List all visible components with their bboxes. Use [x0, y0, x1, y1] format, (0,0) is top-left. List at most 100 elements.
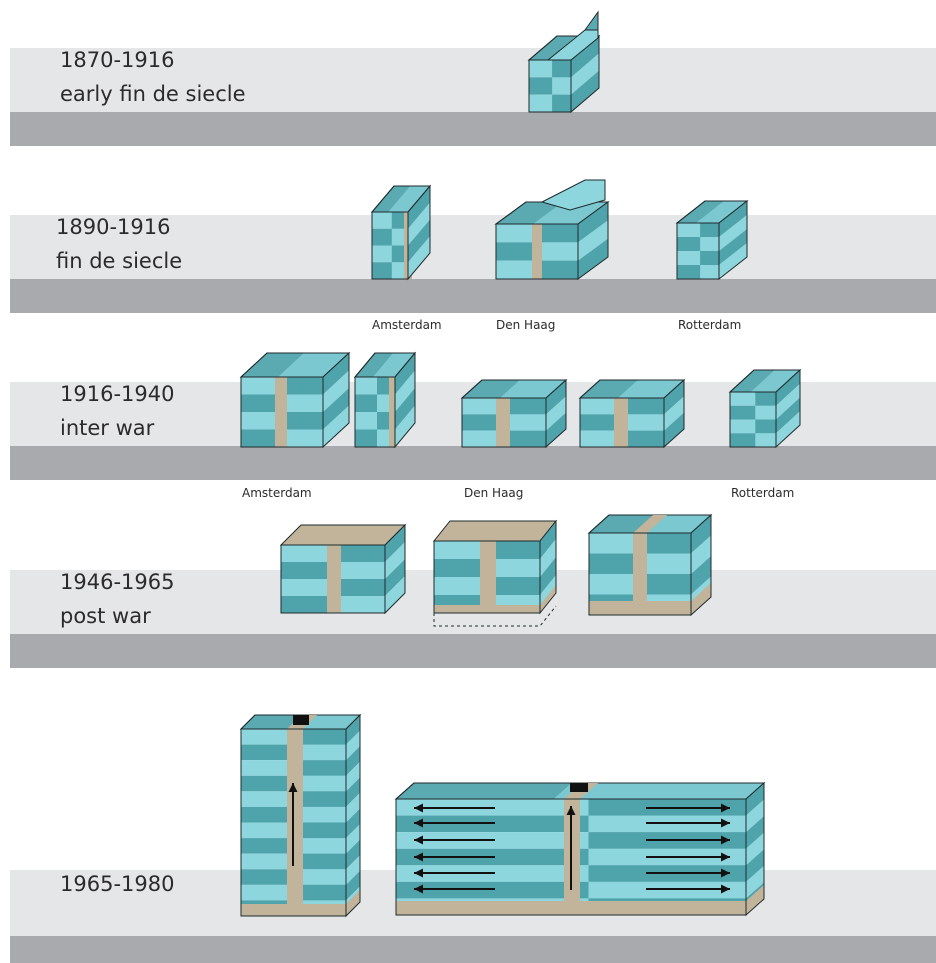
side-floor: [346, 715, 360, 745]
era-band-1: [10, 48, 936, 112]
side-floor: [578, 202, 608, 243]
stair-core: [496, 398, 510, 447]
side-floor: [578, 238, 608, 279]
dashed-basement-outline: [433, 605, 557, 627]
roof-highlight: [277, 353, 349, 377]
roof-face: [432, 520, 558, 542]
floor-band-alt: [298, 744, 346, 761]
side-floor: [323, 353, 349, 395]
horizontal-circulation-arrow-right: [646, 803, 730, 813]
building-amsterdam-fin-de-siecle: [370, 184, 432, 281]
building-amsterdam-inter-war-2: [353, 351, 417, 449]
floor-band-alt: [541, 224, 578, 243]
roof-extension: [540, 179, 606, 211]
side-floor: [395, 370, 415, 412]
building-post-war-3: [587, 513, 713, 617]
city-label-amsterdam-1: Amsterdam: [372, 318, 442, 332]
side-floor: [346, 777, 360, 807]
side-outline: [407, 184, 431, 281]
floor-band-alt: [286, 377, 323, 395]
floor-band-alt: [338, 596, 385, 613]
building-rotterdam-fin-de-siecle: [675, 199, 749, 281]
side-floor: [691, 556, 711, 595]
era-3-name: inter war: [60, 416, 155, 440]
side-floor: [571, 53, 599, 95]
side-floor: [540, 521, 556, 559]
floor-band-alt: [298, 806, 346, 823]
side-outline: [322, 351, 350, 449]
side-floor: [776, 397, 800, 434]
floor-band-alt: [626, 414, 664, 431]
side-face: [577, 201, 609, 280]
side-floor: [346, 870, 360, 901]
floor-band-alt: [626, 430, 664, 447]
ground-band-1: [10, 112, 936, 146]
side-floor: [395, 388, 415, 430]
stair-core: [275, 377, 287, 447]
side-floor: [691, 535, 711, 574]
side-plinth: [691, 583, 711, 615]
side-face: [718, 199, 748, 281]
floor-band-alt: [286, 394, 323, 412]
floor-band-alt: [298, 869, 346, 885]
roof-extension: [546, 29, 599, 61]
side-face: [663, 378, 685, 449]
floor-band-alt: [298, 791, 346, 807]
ground-band-4: [10, 634, 936, 668]
stair-core: [327, 545, 341, 613]
ground-band-3: [10, 446, 936, 480]
stair-core: [633, 533, 647, 615]
floor-band-alt: [508, 414, 546, 431]
horizontal-circulation-arrow-right: [646, 868, 730, 878]
stair-core: [480, 541, 496, 613]
side-outline: [539, 519, 557, 615]
floor-band-alt: [492, 559, 540, 577]
side-floor: [719, 243, 747, 279]
side-floor: [346, 824, 360, 854]
era-4-name: post war: [60, 604, 151, 628]
side-floor: [664, 396, 684, 431]
roof-highlight: [373, 353, 415, 377]
era-2-period: 1890-1916: [56, 215, 171, 239]
building-den-haag-inter-war-1: [460, 378, 568, 449]
floor-band-alt: [626, 398, 664, 415]
side-floor: [408, 219, 430, 263]
side-floor: [346, 792, 360, 823]
side-floor: [323, 405, 349, 447]
floor-band-alt: [645, 553, 691, 574]
side-floor: [385, 542, 405, 579]
floor-band-alt: [645, 574, 691, 595]
side-floor: [546, 412, 566, 447]
floor-band-alt: [298, 853, 346, 870]
side-outline: [384, 523, 406, 615]
floor-band-alt: [286, 429, 323, 447]
side-floor: [540, 539, 556, 577]
building-post-war-2: [432, 519, 558, 615]
side-floor: [346, 761, 360, 792]
side-floor: [385, 576, 405, 613]
core-roof: [633, 515, 667, 533]
side-face: [545, 378, 567, 449]
vertical-circulation-arrow: [288, 783, 298, 866]
side-outline: [545, 378, 567, 449]
horizontal-circulation-arrow-left: [414, 818, 495, 828]
building-den-haag-fin-de-siecle: [494, 201, 610, 280]
floor-band-alt: [588, 881, 746, 899]
roof-ridge: [584, 10, 599, 31]
floor-band-alt: [552, 77, 571, 95]
era-5-period: 1965-1980: [60, 872, 175, 896]
stair-core: [389, 377, 397, 447]
side-outline: [345, 713, 361, 918]
building-slab-1965: [394, 781, 766, 917]
roof-highlight: [617, 380, 684, 398]
roof-access-black: [570, 783, 588, 792]
roof-highlight: [553, 783, 764, 799]
side-floor: [691, 515, 711, 554]
floor-band-alt: [552, 60, 571, 78]
floor-band-alt: [391, 212, 408, 229]
floor-band-alt: [755, 433, 776, 447]
city-label-den-haag-2: Den Haag: [464, 486, 524, 500]
vertical-circulation-arrow: [566, 806, 576, 890]
side-outline: [577, 201, 609, 280]
side-outline: [775, 368, 801, 449]
